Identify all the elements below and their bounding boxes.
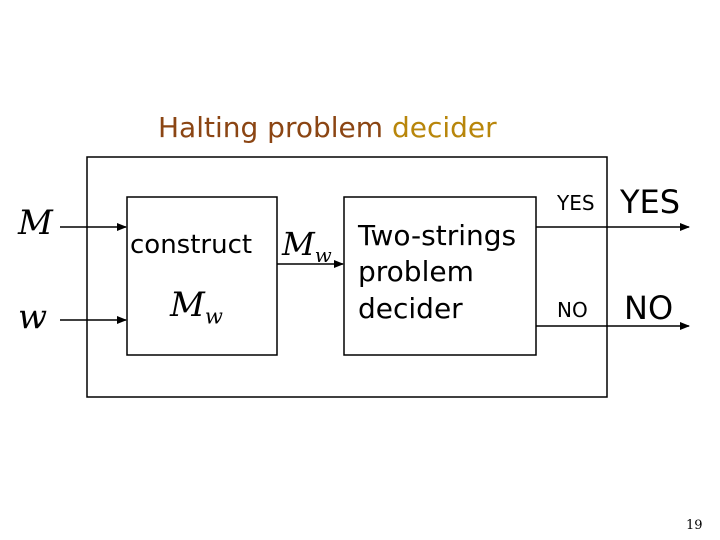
diagram-title: Halting problem decider bbox=[158, 114, 497, 142]
construct-label: construct bbox=[130, 230, 253, 260]
two-strings-box bbox=[343, 196, 537, 356]
two-strings-line2: problem bbox=[358, 255, 474, 289]
construct-mw-label: Mw bbox=[282, 228, 332, 266]
construct-mw-main: M bbox=[282, 225, 315, 263]
two-strings-line3: decider bbox=[358, 291, 463, 325]
construct-mw-sub: w bbox=[314, 243, 332, 267]
input-m-label: M bbox=[18, 203, 53, 243]
inner-no-label: NO bbox=[557, 298, 588, 322]
halting-decider-box bbox=[86, 156, 608, 398]
two-strings-line1: Two-strings bbox=[358, 219, 517, 252]
outer-no-label: NO bbox=[624, 289, 674, 327]
input-w-label: w bbox=[18, 297, 48, 337]
inner-mw-main: M bbox=[170, 285, 205, 325]
inner-mw-sub: w bbox=[204, 303, 223, 329]
title-accent-text: decider bbox=[391, 111, 497, 144]
construct-box bbox=[126, 196, 278, 356]
two-strings-decider-label: Two-strings problem decider bbox=[358, 218, 516, 327]
inner-yes-label: YES bbox=[557, 191, 595, 215]
title-main-text: Halting problem bbox=[158, 111, 392, 144]
page-number: 19 bbox=[686, 518, 703, 533]
outer-yes-label: YES bbox=[620, 183, 681, 221]
inner-mw-label: Mw bbox=[170, 288, 223, 326]
